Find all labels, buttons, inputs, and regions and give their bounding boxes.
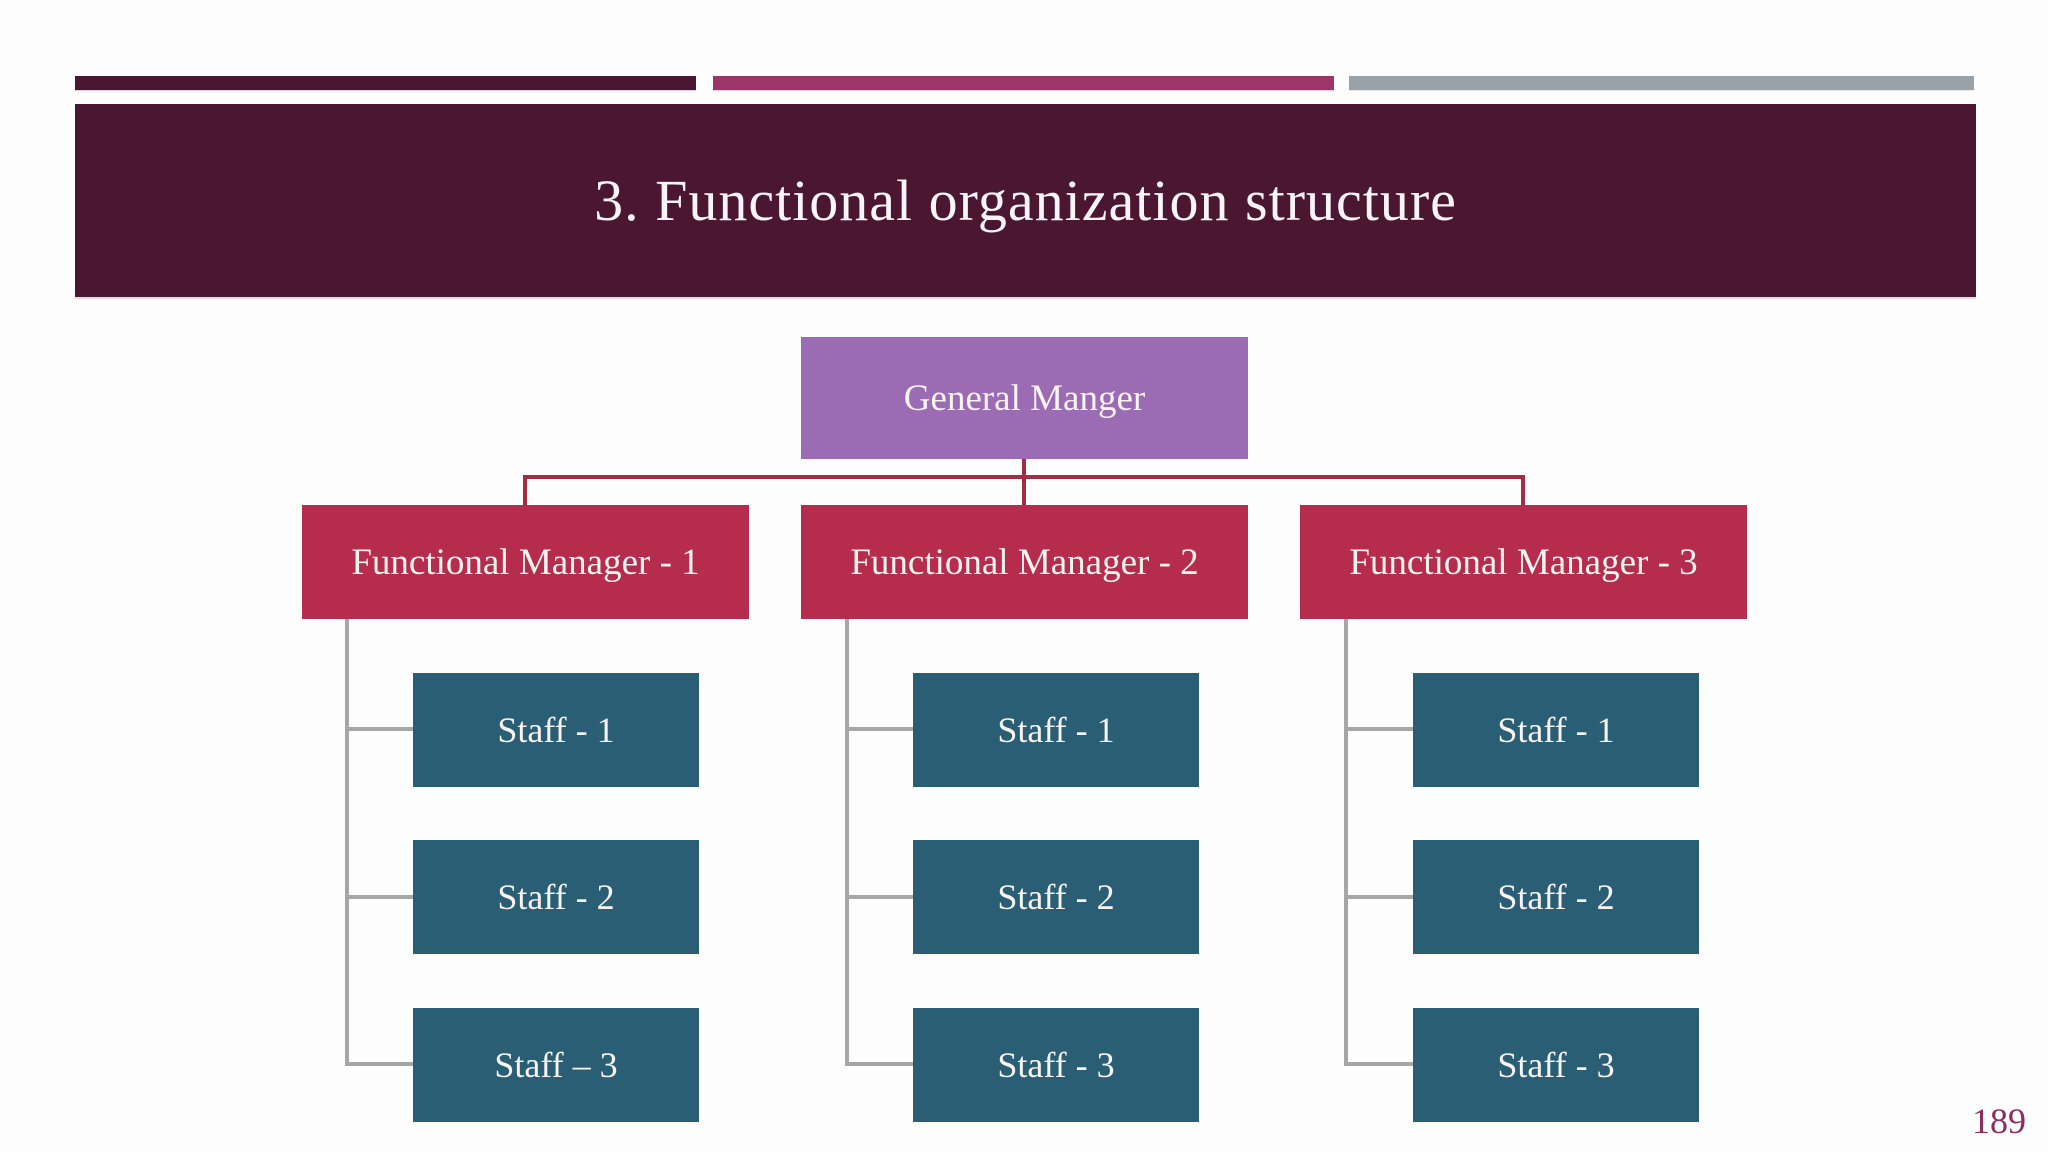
node-staff-2-1: Staff - 1: [913, 673, 1199, 787]
node-staff-2-3: Staff - 3: [913, 1008, 1199, 1122]
connector-col3-stub-1: [1344, 727, 1413, 731]
connector-col1-stub-3: [345, 1062, 413, 1066]
node-functional-manager-1: Functional Manager - 1: [302, 505, 749, 619]
connector-col3-vertical: [1344, 619, 1348, 1066]
node-functional-manager-3: Functional Manager - 3: [1300, 505, 1747, 619]
connector-col2-vertical: [845, 619, 849, 1066]
title-banner: 3. Functional organization structure: [75, 104, 1976, 299]
node-functional-manager-2: Functional Manager - 2: [801, 505, 1248, 619]
accent-bar-magenta: [713, 76, 1334, 90]
connector-col1-vertical: [345, 619, 349, 1066]
connector-col2-stub-3: [845, 1062, 913, 1066]
node-staff-3-1: Staff - 1: [1413, 673, 1699, 787]
connector-col2-stub-1: [845, 727, 913, 731]
node-staff-2-2: Staff - 2: [913, 840, 1199, 954]
connector-gm-drop: [1022, 459, 1026, 505]
node-general-manager: General Manger: [801, 337, 1248, 459]
accent-bar-gray: [1349, 76, 1974, 90]
connector-col1-stub-1: [345, 727, 413, 731]
connector-col3-stub-2: [1344, 895, 1413, 899]
connector-drop-manager-3: [1521, 475, 1525, 505]
connector-col1-stub-2: [345, 895, 413, 899]
accent-bar-maroon: [75, 76, 696, 90]
node-staff-1-2: Staff - 2: [413, 840, 699, 954]
node-staff-1-1: Staff - 1: [413, 673, 699, 787]
node-staff-1-3: Staff – 3: [413, 1008, 699, 1122]
node-staff-3-2: Staff - 2: [1413, 840, 1699, 954]
slide-title: 3. Functional organization structure: [594, 168, 1457, 233]
connector-col2-stub-2: [845, 895, 913, 899]
page-number: 189: [1972, 1101, 2026, 1141]
node-staff-3-3: Staff - 3: [1413, 1008, 1699, 1122]
connector-col3-stub-3: [1344, 1062, 1413, 1066]
connector-drop-manager-1: [523, 475, 527, 505]
connector-horizontal-rail: [523, 475, 1525, 479]
